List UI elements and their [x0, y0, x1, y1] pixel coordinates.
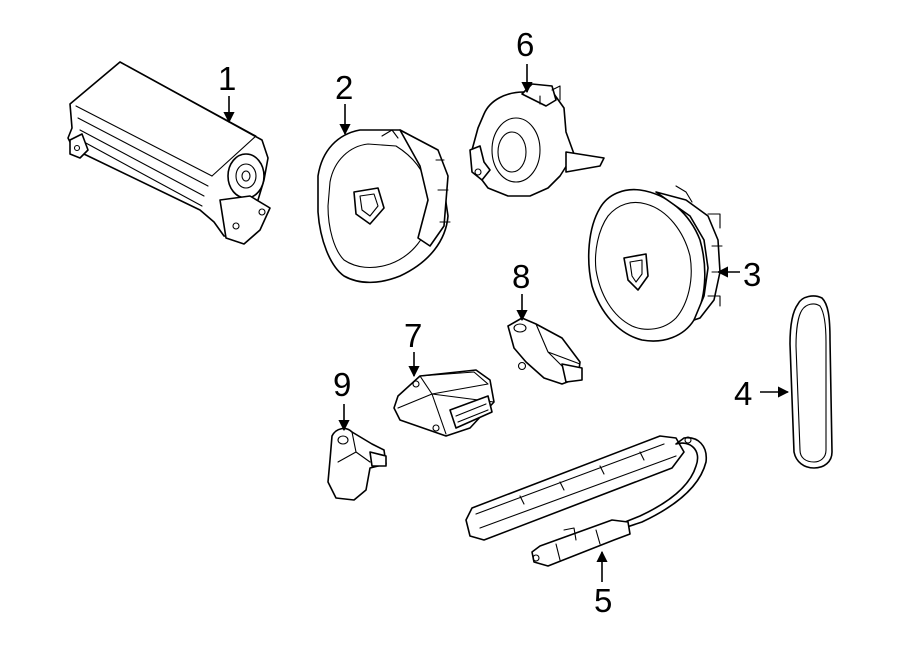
- part-8-impact-sensor[interactable]: [507, 317, 583, 385]
- callout-4: 4: [734, 375, 752, 412]
- part-2-driver-airbag[interactable]: [317, 129, 451, 284]
- part-3-airbag-module[interactable]: [587, 185, 723, 342]
- callout-1: 1: [218, 60, 236, 97]
- part-9-side-impact-sensor[interactable]: [327, 427, 387, 501]
- callout-6: 6: [516, 26, 534, 63]
- callout-3: 3: [743, 256, 761, 293]
- part-4-side-airbag[interactable]: [789, 295, 833, 469]
- leader-lines: [223, 64, 790, 582]
- part-5-curtain-airbag[interactable]: [465, 435, 708, 567]
- callout-9: 9: [333, 366, 351, 403]
- callout-2: 2: [335, 69, 353, 106]
- part-1-passenger-airbag-module[interactable]: [67, 61, 271, 245]
- callout-labels: 1 2 3 4 5 6 7 8 9: [218, 26, 761, 619]
- part-6-clock-spring[interactable]: [469, 83, 605, 197]
- callout-5: 5: [594, 582, 612, 619]
- part-7-control-module[interactable]: [393, 369, 495, 437]
- callout-8: 8: [512, 258, 530, 295]
- callout-7: 7: [404, 317, 422, 354]
